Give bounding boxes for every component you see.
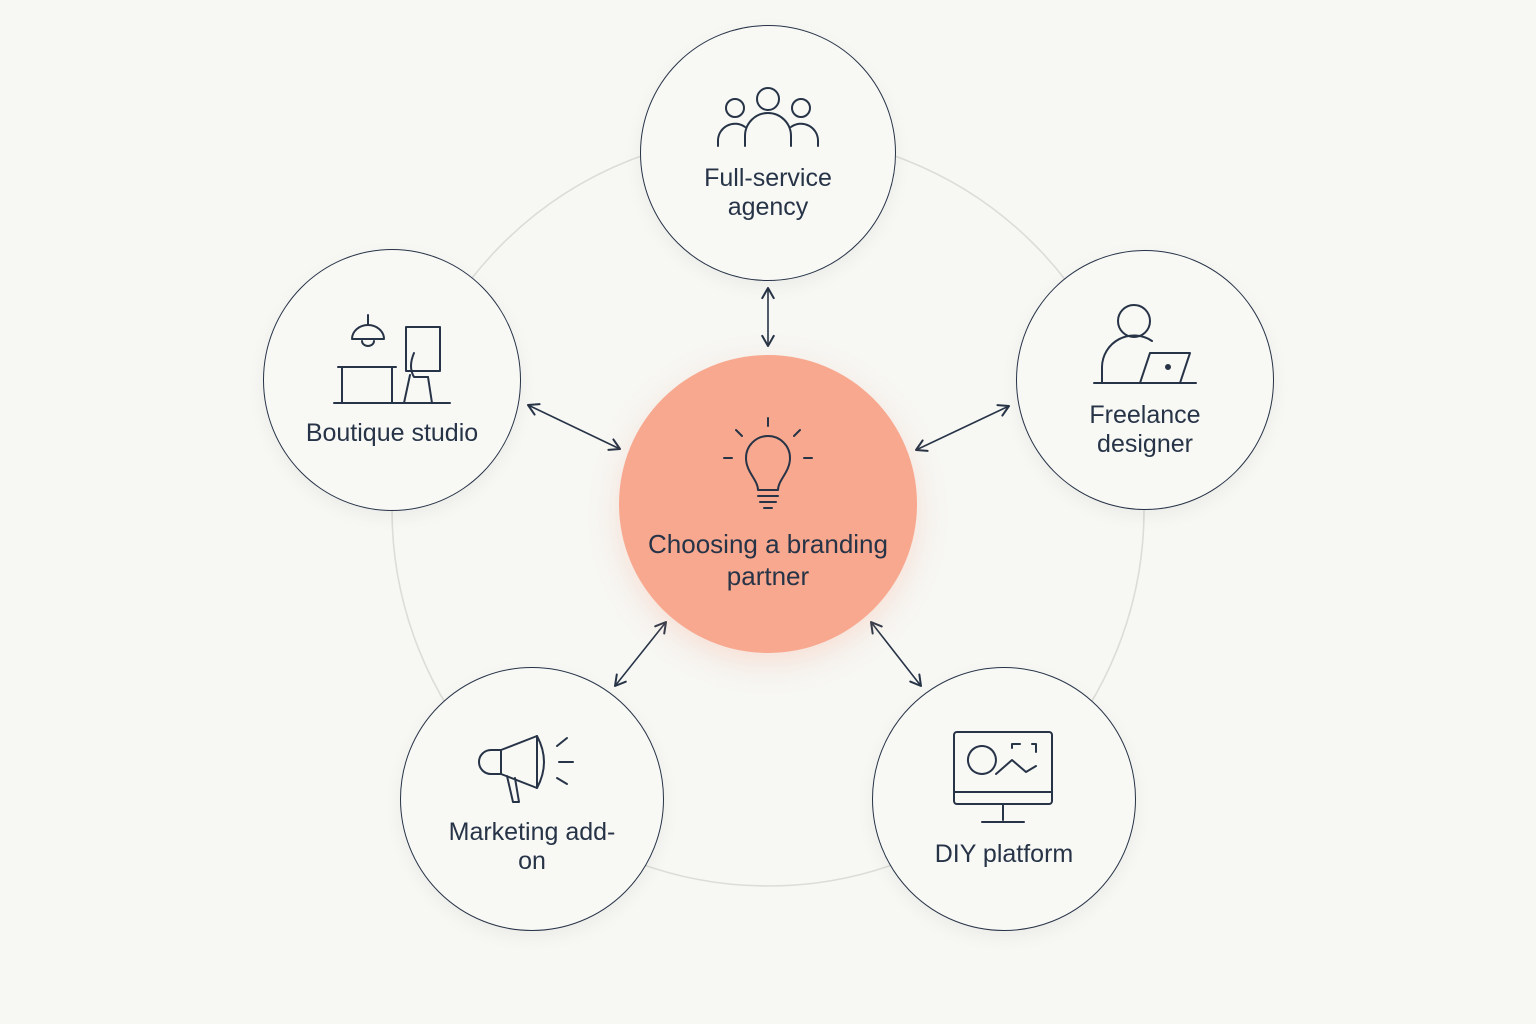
monitor-icon: [953, 730, 1053, 823]
studio-desk-icon: [333, 313, 451, 404]
arrow-diy: [869, 620, 923, 688]
node-freelance-designer: Freelance designer: [1016, 250, 1274, 510]
person-laptop-icon: [1093, 304, 1197, 384]
node-label: Boutique studio: [305, 418, 479, 447]
arrow-marketing: [613, 620, 668, 688]
lightbulb-icon: [723, 417, 813, 509]
node-boutique-studio: Boutique studio: [263, 249, 521, 511]
arrow-boutique: [526, 403, 622, 451]
node-label: Marketing add-on: [448, 818, 616, 875]
arrow-freelance: [914, 404, 1011, 452]
center-label: Choosing a branding partner: [648, 529, 888, 591]
node-label: DIY platform: [934, 839, 1074, 868]
node-diy-platform: DIY platform: [872, 667, 1136, 931]
megaphone-icon: [478, 735, 574, 803]
node-marketing-add-on: Marketing add-on: [400, 667, 664, 931]
team-icon: [717, 87, 819, 147]
node-full-service-agency: Full-service agency: [640, 25, 896, 281]
node-label: Freelance designer: [1089, 401, 1201, 458]
center-node: Choosing a branding partner: [619, 355, 917, 653]
node-label: Full-service agency: [704, 164, 832, 221]
